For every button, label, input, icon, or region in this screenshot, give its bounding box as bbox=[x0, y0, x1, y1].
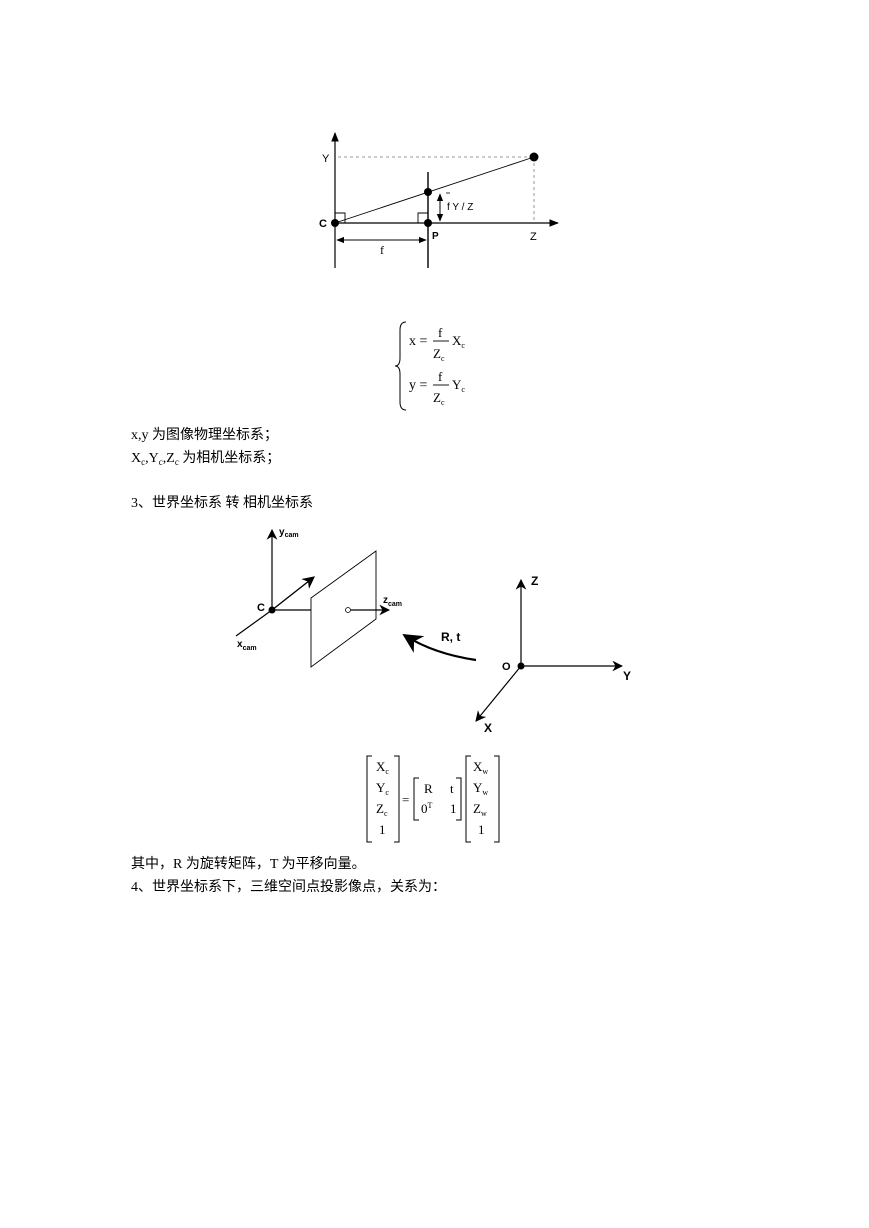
eq1-row2-rhs: Yc bbox=[452, 377, 465, 394]
point-p bbox=[424, 219, 432, 227]
point-world bbox=[529, 152, 539, 162]
world-x-axis bbox=[475, 665, 522, 722]
eq1-row2-den: Zc bbox=[433, 390, 445, 407]
point-c bbox=[331, 219, 339, 227]
rt-description: 其中，R 为旋转矩阵，T 为平移向量。 bbox=[131, 857, 366, 872]
ycam-label: ycam bbox=[279, 527, 299, 539]
xcam-label: xcam bbox=[237, 639, 257, 652]
mid-bracket-right bbox=[456, 777, 462, 821]
matrix-r: R bbox=[424, 781, 433, 796]
lhs-xc: Xc bbox=[376, 759, 389, 776]
world-o-label: O bbox=[502, 661, 511, 673]
world-x-label: X bbox=[484, 721, 492, 735]
world-y-label: Y bbox=[623, 669, 631, 683]
rt-curved-arrow bbox=[402, 633, 477, 662]
equation-brace bbox=[394, 321, 407, 411]
projection-ray bbox=[334, 156, 535, 224]
world-origin-o bbox=[517, 662, 525, 670]
xcam-axis-back bbox=[235, 609, 273, 637]
matrix-t: t bbox=[450, 781, 454, 796]
rhs-one: 1 bbox=[478, 822, 485, 837]
rhs-xw: Xw bbox=[473, 759, 488, 776]
point-image bbox=[424, 188, 432, 196]
lhs-bracket-right bbox=[394, 755, 400, 843]
camera-center-c bbox=[268, 606, 276, 614]
right-angle-mark-p bbox=[417, 212, 428, 223]
right-angle-mark-c bbox=[335, 212, 346, 223]
principal-point bbox=[345, 607, 351, 613]
fig1-f-label: f bbox=[380, 243, 384, 257]
eq1-y-lhs: y = bbox=[409, 378, 428, 393]
section-3-heading: 3、世界坐标系 转 相机坐标系 bbox=[131, 496, 313, 511]
fig1-y-label: Y bbox=[322, 153, 330, 165]
eq1-row1-num: f bbox=[438, 325, 443, 340]
rt-label: R, t bbox=[441, 630, 460, 644]
rhs-bracket-left bbox=[465, 755, 471, 843]
fig1-c-label: C bbox=[319, 218, 327, 230]
eq1-x-lhs: x = bbox=[409, 334, 428, 349]
rhs-yw: Yw bbox=[473, 780, 488, 797]
lhs-zc: Zc bbox=[376, 801, 388, 818]
eq1-row1-rhs: Xc bbox=[452, 333, 465, 350]
fig1-p-label: P bbox=[432, 231, 439, 242]
eq1-row1-den: Zc bbox=[433, 346, 445, 363]
lhs-yc: Yc bbox=[376, 780, 389, 797]
lhs-bracket-left bbox=[366, 755, 372, 843]
fig1-fyz-label: f Y / Z bbox=[447, 202, 473, 213]
section-4-heading: 4、世界坐标系下，三维空间点投影像点，关系为： bbox=[131, 880, 446, 895]
text-camera-coords: Xc,Yc,Zc 为相机坐标系； bbox=[131, 451, 281, 467]
text-image-coords: x,y 为图像物理坐标系； bbox=[131, 428, 278, 443]
rhs-zw: Zw bbox=[473, 801, 487, 818]
rhs-bracket-right bbox=[494, 755, 500, 843]
eq1-row2-num: f bbox=[438, 369, 443, 384]
lhs-one: 1 bbox=[379, 822, 386, 837]
zcam-label: zcam bbox=[383, 595, 402, 608]
mid-bracket-left bbox=[413, 777, 419, 821]
matrix-zero-t: 0T bbox=[421, 801, 433, 816]
world-z-label: Z bbox=[531, 574, 538, 588]
matrix-one: 1 bbox=[450, 801, 457, 816]
camera-c-label: C bbox=[257, 602, 265, 614]
equals-sign: = bbox=[402, 792, 409, 807]
fig1-z-label: Z bbox=[530, 231, 537, 243]
image-plane bbox=[310, 550, 377, 668]
xcam-axis-forward bbox=[271, 576, 315, 611]
